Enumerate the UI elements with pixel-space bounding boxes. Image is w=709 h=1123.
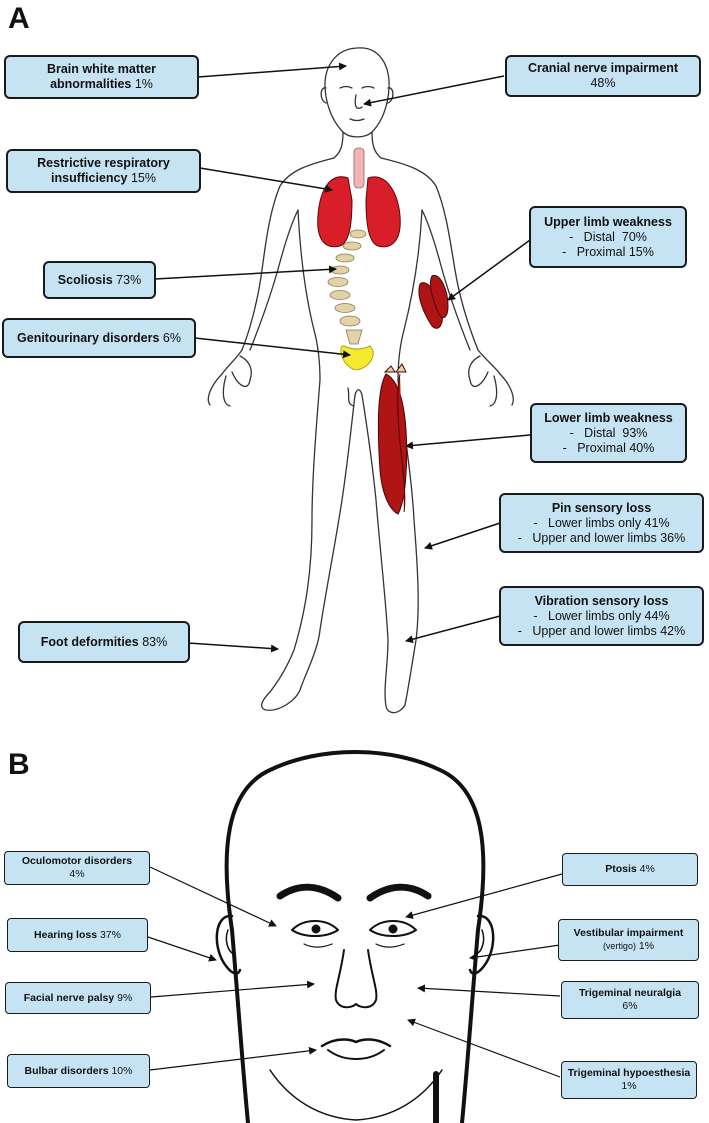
label-title: Upper limb weakness bbox=[544, 214, 672, 229]
label-pin-sensory-loss: Pin sensory loss - Lower limbs only 41% … bbox=[499, 493, 704, 553]
label-oculomotor: Oculomotor disorders 4% bbox=[4, 851, 150, 885]
panel-label-a: A bbox=[8, 2, 30, 35]
label-value: 73% bbox=[116, 272, 142, 287]
label-title: Hearing loss bbox=[34, 928, 98, 941]
label-value: 1% bbox=[621, 1080, 637, 1092]
label-title: Foot deformities bbox=[40, 634, 139, 649]
label-foot-deformities: Foot deformities 83% bbox=[18, 621, 190, 663]
panel-a-arrows bbox=[154, 62, 531, 653]
label-title: Pin sensory loss bbox=[551, 500, 652, 515]
label-line: - Upper and lower limbs 42% bbox=[517, 623, 686, 638]
panel-label-b: B bbox=[8, 748, 30, 781]
label-line: - Upper and lower limbs 36% bbox=[517, 530, 686, 545]
label-title: Ptosis bbox=[605, 863, 637, 875]
label-title: Lower limb weakness bbox=[544, 410, 673, 425]
label-scoliosis: Scoliosis 73% bbox=[43, 261, 156, 299]
lungs bbox=[317, 176, 401, 248]
label-upper-limb-weakness: Upper limb weakness - Distal 70% - Proxi… bbox=[529, 206, 687, 268]
label-value: 4% bbox=[639, 863, 655, 875]
label-value: 1% bbox=[134, 77, 153, 91]
trachea bbox=[353, 147, 365, 189]
label-title: Restrictive respiratory insufficiency bbox=[37, 156, 170, 185]
label-brain-white-matter: Brain white matter abnormalities 1% bbox=[4, 55, 199, 99]
label-title: Bulbar disorders bbox=[24, 1064, 109, 1077]
label-line: - Distal 70% bbox=[569, 229, 647, 244]
body-figure bbox=[207, 47, 514, 714]
label-value: 48% bbox=[590, 76, 616, 90]
label-vibration-sensory-loss: Vibration sensory loss - Lower limbs onl… bbox=[499, 586, 704, 646]
label-value: 37% bbox=[99, 928, 121, 941]
label-title: Genitourinary disorders bbox=[17, 330, 160, 345]
label-value: 6% bbox=[622, 1000, 638, 1012]
label-title: Brain white matter abnormalities bbox=[46, 62, 157, 91]
label-title: Oculomotor disorders bbox=[21, 855, 133, 867]
panel-b-arrows bbox=[147, 866, 563, 1078]
label-cranial-nerve: Cranial nerve impairment 48% bbox=[505, 55, 701, 97]
label-title: Vestibular impairment bbox=[573, 927, 684, 939]
arm-muscle bbox=[418, 274, 449, 329]
label-title: Vibration sensory loss bbox=[534, 593, 669, 608]
label-facial-nerve-palsy: Facial nerve palsy 9% bbox=[5, 982, 151, 1014]
label-line: - Lower limbs only 41% bbox=[533, 515, 670, 530]
label-value: 9% bbox=[117, 991, 133, 1004]
label-genitourinary: Genitourinary disorders 6% bbox=[2, 318, 196, 358]
thigh-muscle bbox=[377, 363, 408, 515]
label-value: 83% bbox=[142, 634, 168, 649]
label-title: Facial nerve palsy bbox=[23, 991, 115, 1004]
label-line: - Proximal 40% bbox=[562, 440, 655, 455]
label-extra: (vertigo) bbox=[602, 941, 636, 951]
label-title: Trigeminal neuralgia bbox=[578, 987, 682, 999]
label-title: Scoliosis bbox=[57, 272, 113, 287]
label-value: 6% bbox=[162, 330, 181, 345]
head-drawing bbox=[215, 750, 495, 1123]
label-ptosis: Ptosis 4% bbox=[562, 853, 698, 886]
label-lower-limb-weakness: Lower limb weakness - Distal 93% - Proxi… bbox=[530, 403, 687, 463]
label-hearing-loss: Hearing loss 37% bbox=[7, 918, 148, 952]
bladder bbox=[340, 345, 374, 371]
label-value: 15% bbox=[130, 171, 156, 185]
label-value: 1% bbox=[638, 940, 655, 952]
label-trigeminal-neuralgia: Trigeminal neuralgia 6% bbox=[561, 981, 699, 1019]
label-line: - Distal 93% bbox=[569, 425, 648, 440]
label-vestibular: Vestibular impairment (vertigo) 1% bbox=[558, 919, 699, 961]
label-value: 10% bbox=[111, 1064, 133, 1077]
label-title: Trigeminal hypoesthesia bbox=[567, 1067, 691, 1079]
label-line: - Lower limbs only 44% bbox=[533, 608, 670, 623]
label-bulbar-disorders: Bulbar disorders 10% bbox=[7, 1054, 150, 1088]
label-line: - Proximal 15% bbox=[562, 244, 654, 259]
label-trigeminal-hypoesthesia: Trigeminal hypoesthesia 1% bbox=[561, 1061, 697, 1099]
label-value: 4% bbox=[69, 868, 85, 880]
label-title: Cranial nerve impairment bbox=[527, 61, 679, 75]
label-respiratory: Restrictive respiratory insufficiency 15… bbox=[6, 149, 201, 193]
